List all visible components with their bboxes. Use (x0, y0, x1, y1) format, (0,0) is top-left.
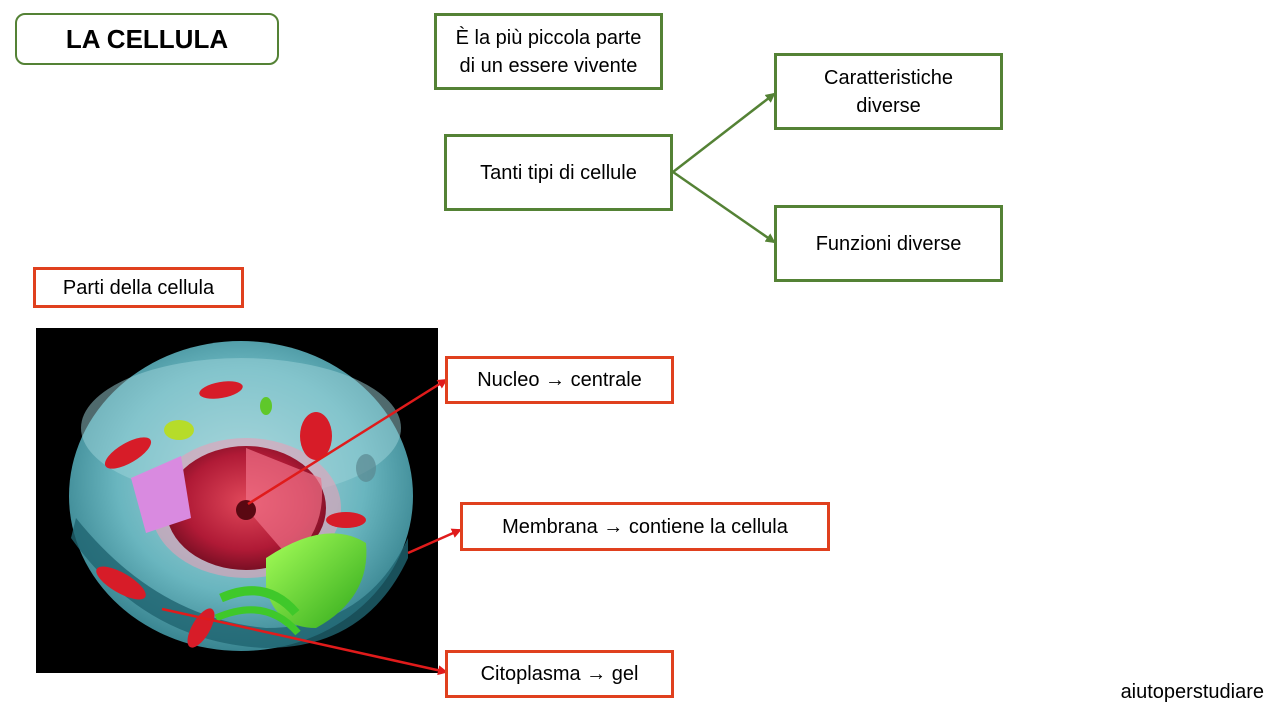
er-green-2 (214, 606, 301, 636)
functions-label: Funzioni diverse (815, 232, 962, 255)
functions-box: Funzioni diverse (774, 205, 1003, 282)
arrow-nucleo (247, 378, 448, 506)
page-title: LA CELLULA (15, 13, 279, 65)
nucleo-label-box: Nucleo → centrale (445, 356, 674, 404)
mitochondrion-1 (96, 566, 146, 600)
nucleo-label: Nucleo → centrale (477, 369, 642, 391)
mitochondrion-6 (326, 512, 366, 528)
parts-header-label: Parti della cellula (62, 276, 215, 299)
arrow-citoplasma (161, 607, 448, 676)
lysosome-2 (260, 397, 272, 415)
vacuole (356, 454, 376, 482)
definition-line-2: di un essere vivente (459, 54, 638, 77)
cell-illustration (36, 328, 438, 673)
cell-types-box: Tanti tipi di cellule (444, 134, 673, 211)
credit-text: aiutoperstudiare (1120, 681, 1264, 703)
citoplasma-label-box: Citoplasma → gel (445, 650, 674, 698)
arrow-to-characteristics (672, 92, 776, 173)
cell-drawing (36, 328, 438, 673)
nucleolus (236, 500, 256, 520)
cell-top-surface (81, 358, 401, 498)
definition-line-1: È la più piccola parte (455, 26, 642, 49)
cell-edge (71, 518, 408, 648)
mitochondrion-3 (104, 437, 152, 469)
membrana-label-box: Membrana → contiene la cellula (460, 502, 830, 551)
characteristics-line-1: Caratteristiche (824, 66, 953, 89)
parts-header-box: Parti della cellula (33, 267, 244, 308)
citoplasma-label: Citoplasma → gel (480, 663, 639, 685)
membrana-label: Membrana → contiene la cellula (502, 515, 788, 538)
lysosome-1 (164, 420, 194, 440)
arrow-to-functions (672, 170, 776, 244)
arrow-membrana (407, 528, 462, 555)
cell-types-label: Tanti tipi di cellule (480, 161, 637, 184)
mitochondrion-4 (199, 381, 243, 399)
characteristics-line-2: diverse (856, 94, 921, 117)
definition-box: È la più piccola parte di un essere vive… (434, 13, 663, 90)
er-green-1 (219, 586, 300, 617)
golgi-violet (131, 456, 191, 533)
nucleus-cut (246, 448, 323, 560)
characteristics-box: Caratteristiche diverse (774, 53, 1003, 130)
mitochondrion-5 (300, 412, 332, 460)
